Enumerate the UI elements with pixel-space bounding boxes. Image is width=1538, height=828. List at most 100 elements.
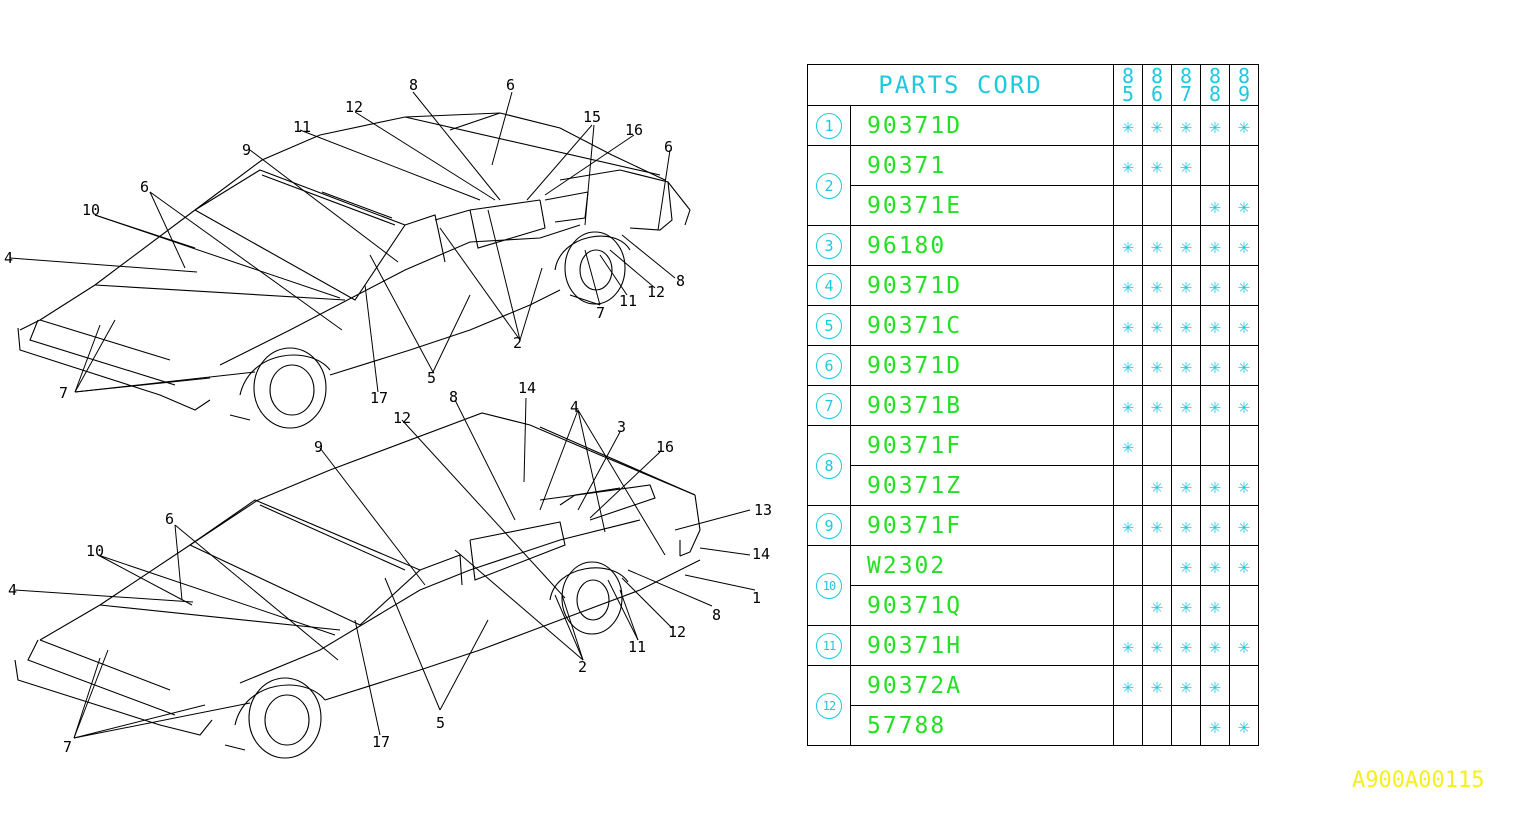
year-applicability-cell <box>1229 665 1259 706</box>
callout-label: 17 <box>372 733 390 751</box>
drawing-number: A900A00115 <box>1352 768 1485 793</box>
reference-number-cell: 2 <box>807 145 851 226</box>
reference-number-badge: 9 <box>816 512 842 539</box>
vehicle-label-location-diagram: 8 6 12 11 15 16 6 9 6 10 4 8 11 12 7 2 5… <box>4 76 772 759</box>
part-code-cell: W2302 <box>850 545 1114 586</box>
year-applicability-cell: ✳ <box>1113 385 1143 426</box>
reference-number-cell: 9 <box>807 505 851 546</box>
callout-label: 14 <box>752 545 770 563</box>
year-applicability-cell: ✳ <box>1229 345 1259 386</box>
year-digit: 7 <box>1179 82 1193 106</box>
bottom-car-leader-lines <box>14 397 756 739</box>
top-car-drawing <box>17 112 691 429</box>
year-applicability-cell: ✳ <box>1142 345 1172 386</box>
reference-number-cell: 5 <box>807 305 851 346</box>
top-car-leader-lines <box>9 91 676 393</box>
year-applicability-cell: ✳ <box>1142 625 1172 666</box>
callout-label: 5 <box>436 714 445 732</box>
year-applicability-cell <box>1200 145 1230 186</box>
year-digit: 8 <box>1208 82 1222 106</box>
year-applicability-cell: ✳ <box>1171 505 1201 546</box>
reference-number-badge: 2 <box>816 172 842 199</box>
callout-label: 15 <box>583 108 601 126</box>
callout-label: 16 <box>656 438 674 456</box>
callout-label: 6 <box>140 178 149 196</box>
year-applicability-cell: ✳ <box>1200 185 1230 226</box>
year-applicability-cell: ✳ <box>1200 305 1230 346</box>
reference-number-cell: 3 <box>807 225 851 266</box>
callout-label: 12 <box>668 623 686 641</box>
callout-label: 7 <box>596 304 605 322</box>
callout-label: 8 <box>712 606 721 624</box>
year-applicability-cell <box>1113 585 1143 626</box>
reference-number-cell: 4 <box>807 265 851 306</box>
callout-label: 4 <box>570 398 579 416</box>
year-applicability-cell: ✳ <box>1113 665 1143 706</box>
callout-label: 11 <box>619 292 637 310</box>
part-code-cell: 90371E <box>850 185 1114 226</box>
callout-label: 10 <box>86 542 104 560</box>
year-applicability-cell: ✳ <box>1171 385 1201 426</box>
reference-number-cell: 6 <box>807 345 851 386</box>
reference-number-badge: 5 <box>816 312 842 339</box>
part-code-cell: 90371D <box>850 265 1114 306</box>
year-applicability-cell: ✳ <box>1200 265 1230 306</box>
year-applicability-cell: ✳ <box>1142 385 1172 426</box>
reference-number-cell: 7 <box>807 385 851 426</box>
reference-number-badge: 7 <box>816 392 842 419</box>
year-applicability-cell: ✳ <box>1142 665 1172 706</box>
year-applicability-cell <box>1142 185 1172 226</box>
year-applicability-cell: ✳ <box>1200 225 1230 266</box>
part-code-cell: 90372A <box>850 665 1114 706</box>
part-code-cell: 90371C <box>850 305 1114 346</box>
year-applicability-cell: ✳ <box>1200 385 1230 426</box>
year-applicability-cell: ✳ <box>1113 345 1143 386</box>
year-applicability-cell: ✳ <box>1171 145 1201 186</box>
year-applicability-cell: ✳ <box>1113 505 1143 546</box>
year-applicability-cell <box>1229 585 1259 626</box>
callout-label: 6 <box>165 510 174 528</box>
callout-label: 12 <box>393 409 411 427</box>
part-code-cell: 90371 <box>850 145 1114 186</box>
callout-label: 10 <box>82 201 100 219</box>
year-applicability-cell: ✳ <box>1229 545 1259 586</box>
reference-number-badge: 6 <box>816 352 842 379</box>
callout-label: 1 <box>752 589 761 607</box>
reference-number-cell: 1 <box>807 105 851 146</box>
year-applicability-cell: ✳ <box>1200 465 1230 506</box>
year-applicability-cell: ✳ <box>1229 385 1259 426</box>
year-applicability-cell <box>1113 465 1143 506</box>
year-digit: 8 <box>1179 64 1193 88</box>
year-applicability-cell: ✳ <box>1171 465 1201 506</box>
year-applicability-cell <box>1229 425 1259 466</box>
year-digit: 8 <box>1121 64 1135 88</box>
year-applicability-cell <box>1142 545 1172 586</box>
callout-label: 11 <box>628 638 646 656</box>
year-applicability-cell: ✳ <box>1171 265 1201 306</box>
reference-number-badge: 11 <box>816 632 842 659</box>
year-applicability-cell: ✳ <box>1200 545 1230 586</box>
callout-label: 11 <box>293 118 311 136</box>
callout-label: 4 <box>4 249 13 267</box>
year-applicability-cell <box>1200 425 1230 466</box>
year-applicability-cell: ✳ <box>1142 105 1172 146</box>
year-applicability-cell <box>1142 705 1172 746</box>
table-row: 90371Q✳✳✳ <box>808 585 1259 626</box>
year-applicability-cell: ✳ <box>1142 305 1172 346</box>
year-applicability-cell: ✳ <box>1171 305 1201 346</box>
year-applicability-cell: ✳ <box>1142 505 1172 546</box>
callout-label: 9 <box>242 141 251 159</box>
callout-label: 4 <box>8 581 17 599</box>
callout-label: 6 <box>664 138 673 156</box>
reference-number-cell: 11 <box>807 625 851 666</box>
part-code-cell: 96180 <box>850 225 1114 266</box>
callout-label: 5 <box>427 369 436 387</box>
reference-number-badge: 8 <box>816 452 842 479</box>
table-row: 90371Z✳✳✳✳ <box>808 465 1259 506</box>
year-applicability-cell: ✳ <box>1200 705 1230 746</box>
